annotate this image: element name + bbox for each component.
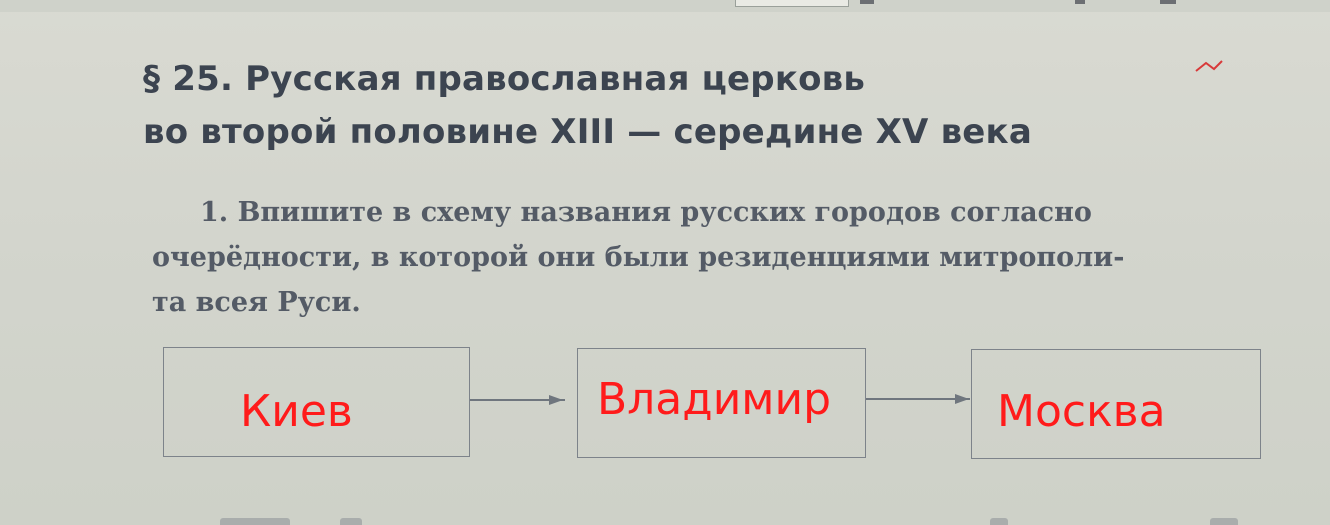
right-arrow-icon bbox=[549, 395, 563, 405]
task-instruction-line-2: очерёдности, в которой они были резиденц… bbox=[152, 242, 1125, 273]
answer-box-3[interactable] bbox=[971, 349, 1261, 459]
cut-off-text-fragment bbox=[340, 518, 362, 525]
paragraph-title-line-2: во второй половине XIII — середине XV ве… bbox=[143, 112, 1032, 152]
paragraph-title: § 25. Русская православная церковь во вт… bbox=[143, 53, 1032, 159]
paragraph-title-line-1: § 25. Русская православная церковь bbox=[143, 59, 866, 99]
task-instruction-line-3: та всея Руси. bbox=[152, 287, 361, 318]
answer-box-1[interactable] bbox=[163, 347, 470, 457]
right-arrow-icon bbox=[955, 394, 969, 404]
answer-box-2[interactable] bbox=[577, 348, 866, 458]
next-task-partial-line bbox=[220, 508, 1280, 525]
cut-off-text-fragment bbox=[1210, 518, 1238, 525]
arrow-line-2 bbox=[866, 398, 970, 400]
task-instruction: 1. Впишите в схему названия русских горо… bbox=[152, 190, 1302, 325]
top-edge-tab bbox=[735, 0, 849, 7]
top-page-strip bbox=[0, 0, 1330, 12]
top-edge-mark bbox=[1160, 0, 1176, 4]
cut-off-text-fragment bbox=[990, 518, 1008, 525]
answer-box-1-text: Киев bbox=[240, 386, 353, 437]
margin-scribble bbox=[1194, 58, 1224, 72]
arrow-line-1 bbox=[470, 399, 565, 401]
top-edge-mark bbox=[1075, 0, 1085, 4]
top-edge-mark bbox=[860, 0, 874, 4]
cut-off-text-fragment bbox=[220, 518, 290, 525]
task-instruction-line-1: 1. Впишите в схему названия русских горо… bbox=[200, 197, 1092, 228]
answer-box-3-text: Москва bbox=[997, 386, 1166, 437]
margin-scribble-icon bbox=[1195, 60, 1223, 72]
answer-box-2-text: Владимир bbox=[597, 374, 832, 425]
